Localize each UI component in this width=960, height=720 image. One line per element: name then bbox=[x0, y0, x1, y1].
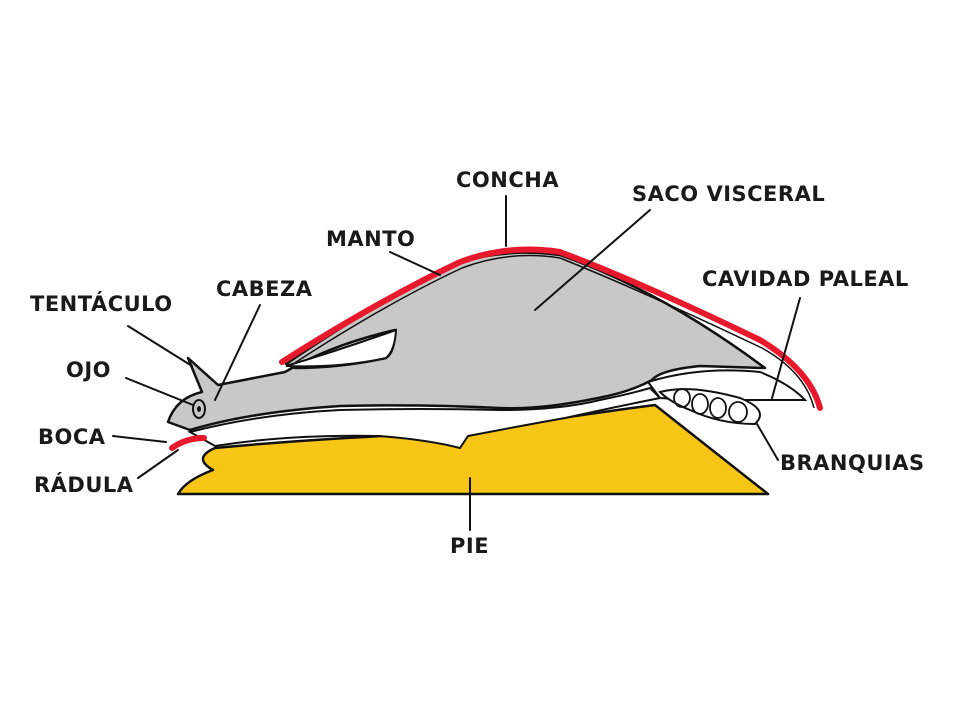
label-cabeza: CABEZA bbox=[216, 277, 313, 301]
label-boca: BOCA bbox=[38, 425, 106, 449]
radula-shape bbox=[169, 435, 207, 451]
mantle-white-band bbox=[187, 386, 663, 450]
label-manto: MANTO bbox=[326, 227, 415, 251]
leader-saco-visceral bbox=[534, 209, 651, 311]
shell-line bbox=[279, 246, 823, 411]
label-pie: PIE bbox=[450, 534, 489, 558]
label-radula: RÁDULA bbox=[34, 472, 134, 497]
leader-radula bbox=[137, 449, 179, 479]
label-branquias: BRANQUIAS bbox=[780, 451, 925, 475]
label-saco-visceral: SACO VISCERAL bbox=[632, 182, 825, 206]
leader-branquias bbox=[756, 423, 779, 461]
foot-shape bbox=[176, 403, 770, 496]
leader-cabeza bbox=[214, 304, 261, 401]
leader-boca bbox=[112, 435, 167, 443]
leader-manto bbox=[389, 251, 441, 276]
mantle-slit-shape bbox=[285, 328, 398, 368]
label-cavidad-paleal: CAVIDAD PALEAL bbox=[702, 267, 909, 291]
shell-inner-line bbox=[289, 254, 815, 409]
label-ojo: OJO bbox=[66, 358, 111, 382]
leader-ojo bbox=[125, 377, 194, 406]
eye-pupil-shape bbox=[197, 406, 201, 412]
leader-cavidad-paleal bbox=[771, 297, 801, 399]
label-tentaculo: TENTÁCULO bbox=[30, 291, 173, 316]
gills-shape bbox=[658, 388, 761, 426]
label-concha: CONCHA bbox=[456, 168, 559, 192]
leader-tentaculo bbox=[127, 325, 193, 367]
